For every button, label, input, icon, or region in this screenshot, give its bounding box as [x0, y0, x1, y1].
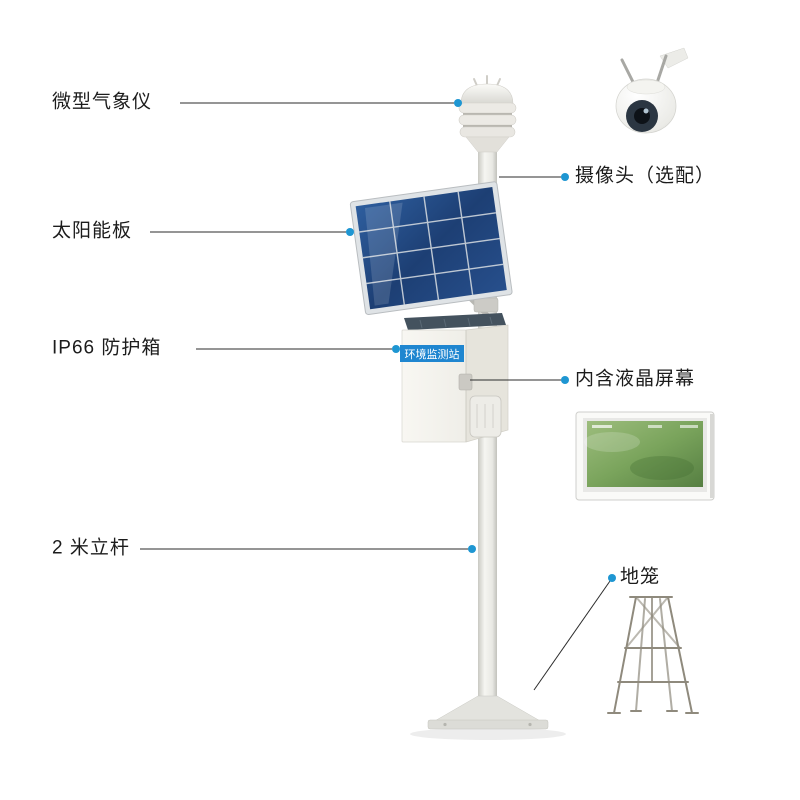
protection-box-illustration: 环境监测站: [400, 313, 509, 443]
camera-top-cap: [626, 79, 666, 95]
cage-leg: [667, 596, 693, 714]
callout-label-lcd-screen: 内含液晶屏幕: [575, 368, 696, 390]
sensor-taper: [465, 136, 510, 153]
cage-brace: [635, 596, 681, 649]
callout-label-camera: 摄像头（选配）: [575, 165, 716, 187]
sensor-dome: [460, 83, 514, 105]
callout-label-protection-box: IP66 防护箱: [52, 337, 162, 359]
screen-display: [587, 421, 703, 487]
leader-line-ground-cage: [533, 580, 611, 691]
callout-dot-camera: [561, 173, 569, 181]
callout-dot-lcd-screen: [561, 376, 569, 384]
cage-leg: [613, 596, 637, 714]
bracket-clamp: [473, 297, 499, 313]
callout-dot-protection-box: [392, 345, 400, 353]
cage-leg: [659, 598, 673, 712]
sensor-plate: [459, 126, 516, 138]
lcd-screen-illustration: [575, 411, 715, 501]
solar-panel-illustration: [349, 181, 513, 316]
screen-ui-mark: [680, 425, 698, 428]
callout-label-pole: 2 米立杆: [52, 537, 130, 559]
screen-ui-mark: [592, 425, 612, 428]
screen-highlight: [584, 432, 640, 452]
callout-dot-solar-panel: [346, 228, 354, 236]
camera-lens-glint: [643, 108, 649, 114]
camera-illustration: [615, 47, 689, 134]
sensor-plate: [458, 102, 517, 114]
box-banner: [400, 345, 464, 362]
cage-leg: [635, 598, 646, 712]
box-top-strip: [404, 313, 506, 330]
camera-mount-arm: [659, 47, 689, 69]
pole-flange-cone: [432, 695, 543, 723]
callout-dot-pole: [468, 545, 476, 553]
callout-dot-ground-cage: [608, 574, 616, 582]
attachment-slots: [476, 404, 494, 428]
callout-lines: [140, 99, 616, 691]
solar-panel-grid: [359, 191, 504, 305]
weather-sensor-illustration: [458, 75, 517, 153]
ground-shadow: [410, 728, 566, 740]
screen-foliage-shade: [630, 456, 694, 480]
box-banner-text: 环境监测站: [405, 347, 460, 361]
box-top-strip-lines: [419, 316, 493, 329]
ground-cage-illustration: [607, 596, 699, 714]
cage-brace: [625, 596, 669, 649]
screen-frame-shadow: [710, 414, 714, 498]
box-latch: [458, 373, 473, 391]
pole-base-plate: [427, 719, 549, 730]
callout-dot-weather-sensor: [454, 99, 462, 107]
callout-label-solar-panel: 太阳能板: [52, 220, 133, 242]
sensor-plate: [458, 114, 517, 126]
base-bolt: [443, 722, 447, 727]
screen-ui-mark: [648, 425, 662, 428]
solar-panel-reflection: [364, 202, 403, 306]
base-bolt: [528, 722, 532, 727]
callout-label-ground-cage: 地笼: [620, 566, 661, 588]
callout-label-weather-sensor: 微型气象仪: [52, 91, 153, 113]
